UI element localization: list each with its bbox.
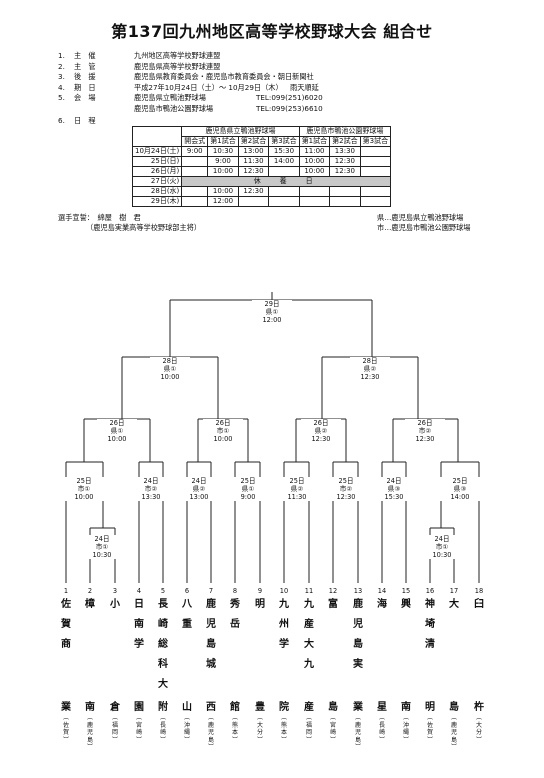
team-prefecture: ︵宮崎︶	[135, 714, 142, 744]
team-number: 17	[449, 587, 459, 595]
team-prefecture: ︵鹿児島︶	[450, 714, 457, 751]
team-prefecture: ︵鹿児島︶	[207, 714, 214, 751]
team-number: 9	[257, 587, 263, 595]
team-number: 8	[232, 587, 238, 595]
team-number: 16	[425, 587, 435, 595]
schedule-row: 29日(木) 12:00	[131, 196, 392, 207]
team-name-last-char: 豊	[255, 702, 265, 713]
team-number: 1	[63, 587, 69, 595]
team-prefecture: ︵沖縄︶	[183, 714, 190, 744]
team-prefecture: ︵鹿児島︶	[354, 714, 361, 751]
team-name-last-char: 星	[377, 702, 387, 713]
team-prefecture: ︵沖縄︶	[402, 714, 409, 744]
team-name-last-char: 院	[279, 702, 289, 713]
team-name-last-char: 西	[206, 702, 216, 713]
venue-legend-pref: 県…鹿児島県立鴨池野球場	[377, 213, 464, 222]
team-name-last-char: 明	[425, 702, 435, 713]
team-name-last-char: 産	[304, 702, 314, 713]
team-name-last-char: 南	[85, 702, 95, 713]
team-name-last-char: 館	[230, 702, 240, 713]
team-number: 4	[136, 587, 142, 595]
team-name-last-char: 南	[401, 702, 411, 713]
team-prefecture: ︵福岡︶	[305, 714, 312, 744]
team-name-last-char: 園	[134, 702, 144, 713]
team-name-last-char: 山	[182, 702, 192, 713]
team-number: 3	[112, 587, 118, 595]
team-prefecture: ︵熊本︶	[231, 714, 238, 744]
team-prefecture: ︵大分︶	[475, 714, 482, 744]
oath-player-team: （鹿児島実業高等学校野球部主将）	[86, 223, 202, 232]
venue-legend-city: 市…鹿児島市鴨池公園野球場	[377, 223, 471, 232]
team-number: 12	[328, 587, 338, 595]
schedule-row: 28日(水) 10:00 12:30	[131, 186, 392, 197]
oath-player: 選手宣誓： 綿屋 樹 君	[58, 213, 141, 222]
team-name-last-char: 島	[328, 702, 338, 713]
team-number: 14	[377, 587, 387, 595]
team-name-last-char: 業	[61, 702, 71, 713]
team-number: 5	[160, 587, 166, 595]
team-number: 2	[87, 587, 93, 595]
team-name-last-char: 杵	[474, 702, 484, 713]
team-name-last-char: 島	[449, 702, 459, 713]
page-title: 第137回九州地区高等学校野球大会 組合せ	[111, 22, 433, 41]
team-number: 15	[401, 587, 411, 595]
team-name-last-char: 業	[353, 702, 363, 713]
team-number: 13	[353, 587, 363, 595]
team-prefecture: ︵宮崎︶	[329, 714, 336, 744]
team-name-last-char: 倉	[110, 702, 120, 713]
team-prefecture: ︵鹿児島︶	[86, 714, 93, 751]
team-prefecture: ︵福岡︶	[111, 714, 118, 744]
team-number: 6	[184, 587, 190, 595]
team-name-last-char: 附	[158, 702, 168, 713]
schedule-table: 鹿児島県立鴨池野球場 鹿児島市鴨池公園野球場 開会式 第1試合 第2試合 第3試…	[131, 126, 392, 207]
team-number: 18	[474, 587, 484, 595]
team-prefecture: ︵熊本︶	[280, 714, 287, 744]
team-prefecture: ︵大分︶	[256, 714, 263, 744]
team-number: 7	[208, 587, 214, 595]
team-prefecture: ︵長崎︶	[159, 714, 166, 744]
team-number: 10	[279, 587, 289, 595]
team-prefecture: ︵佐賀︶	[62, 714, 69, 744]
team-prefecture: ︵佐賀︶	[426, 714, 433, 744]
team-number: 11	[304, 587, 314, 595]
team-prefecture: ︵長崎︶	[378, 714, 385, 744]
